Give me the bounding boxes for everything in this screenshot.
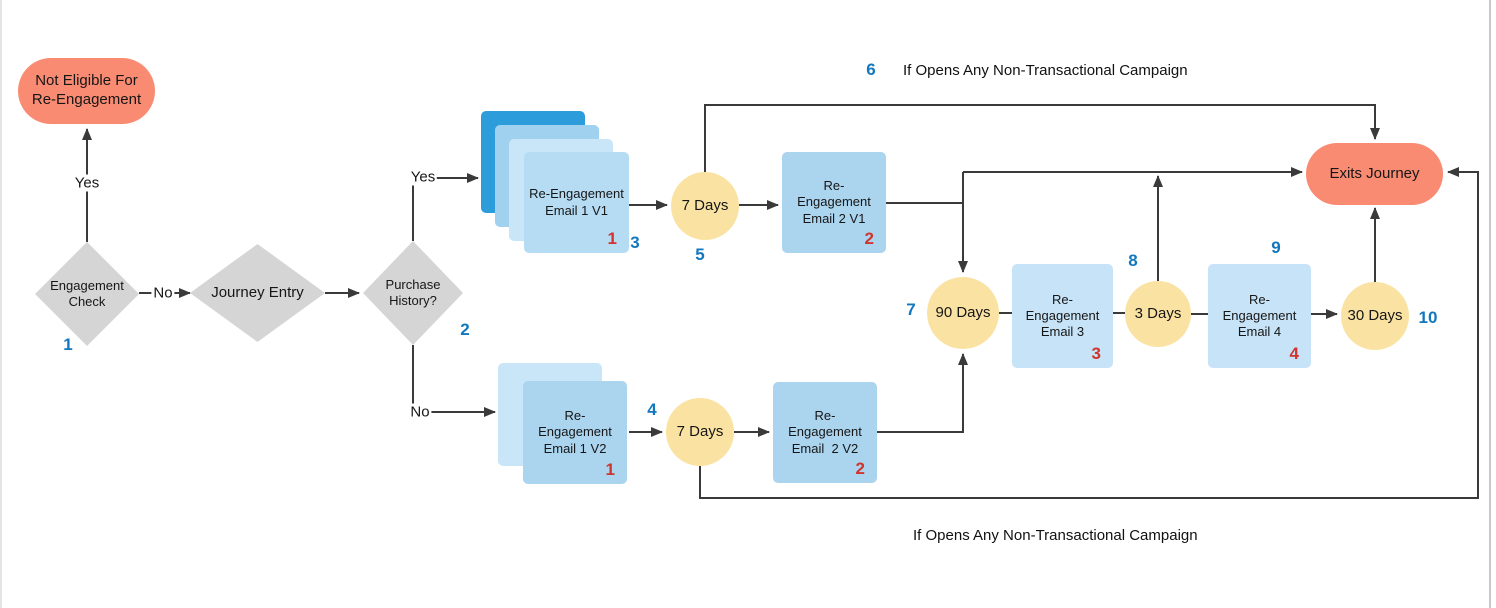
email-number: 4 [1289,343,1299,363]
email-number: 2 [864,228,874,248]
node-label: 7 Days [681,196,729,214]
node-email1-v2[interactable]: Re-Engagement Email 1 V2 1 [523,381,627,484]
node-label: Re-Engagement Email 2 V1 [797,178,875,226]
node-label: Re-Engagement Email 3 [1025,291,1103,340]
email-number: 2 [855,458,865,478]
node-delay-90-days[interactable]: 90 Days [927,277,999,349]
node-label: Engagement Check [50,277,128,309]
step-number-2: 2 [460,320,470,339]
canvas-left-edge [0,0,2,608]
canvas-right-edge [1489,0,1491,608]
annotation-bottom: If Opens Any Non-Transactional Campaign [913,527,1198,544]
node-label: 90 Days [935,303,991,321]
step-number-6: 6 [866,60,876,79]
node-label: Re-Engagement Email 1 V1 [529,186,628,218]
step-number-7: 7 [906,300,916,319]
node-label: 30 Days [1347,306,1403,324]
edge-purchase-no [412,345,496,417]
node-email2-v1[interactable]: Re-Engagement Email 2 V1 2 [782,152,886,253]
node-label: Not Eligible For Re-Engagement [31,72,142,108]
step-number-10: 10 [1418,308,1438,327]
edge-bottom-loop [699,167,1479,499]
node-not-eligible[interactable]: Not Eligible For Re-Engagement [18,58,155,124]
step-number-3: 3 [630,233,640,252]
edge-label-engagement-yes: Yes [72,174,102,192]
edge-label-purchase-yes: Yes [408,168,438,186]
node-email1-v1[interactable]: Re-Engagement Email 1 V1 1 [524,152,629,253]
edge-top-loop [704,104,1380,172]
node-label: Re-Engagement Email 2 V2 [788,408,866,456]
edge-email2v2-to-90days [877,353,968,433]
node-email3[interactable]: Re-Engagement Email 3 3 [1012,264,1113,368]
edge-label-purchase-no: No [408,403,432,421]
node-delay-7-days-v2[interactable]: 7 Days [666,398,734,466]
step-number-1: 1 [63,335,73,354]
node-delay-3-days[interactable]: 3 Days [1125,281,1191,347]
node-label: Purchase History? [385,276,445,308]
node-label: Re-Engagement Email 4 [1222,291,1300,340]
email-number: 1 [607,228,617,248]
node-label: Re-Engagement Email 1 V2 [538,408,616,456]
step-number-5: 5 [695,245,705,264]
step-number-9: 9 [1271,238,1281,257]
node-delay-30-days[interactable]: 30 Days [1341,282,1409,350]
node-label: Journey Entry [211,283,304,301]
node-label: 3 Days [1134,304,1182,322]
node-delay-7-days-v1[interactable]: 7 Days [671,172,739,240]
node-label: Exits Journey [1329,164,1420,182]
edge-purchase-yes [412,173,479,241]
node-email4[interactable]: Re-Engagement Email 4 4 [1208,264,1311,368]
node-exits-journey[interactable]: Exits Journey [1306,143,1443,205]
node-label: 7 Days [676,422,724,440]
email-number: 1 [605,459,615,479]
step-number-8: 8 [1128,251,1138,270]
edge-label-engagement-no: No [151,284,175,302]
email-number: 3 [1091,343,1101,363]
node-email2-v2[interactable]: Re-Engagement Email 2 V2 2 [773,382,877,483]
annotation-top: If Opens Any Non-Transactional Campaign [903,62,1188,79]
step-number-4: 4 [647,400,657,419]
